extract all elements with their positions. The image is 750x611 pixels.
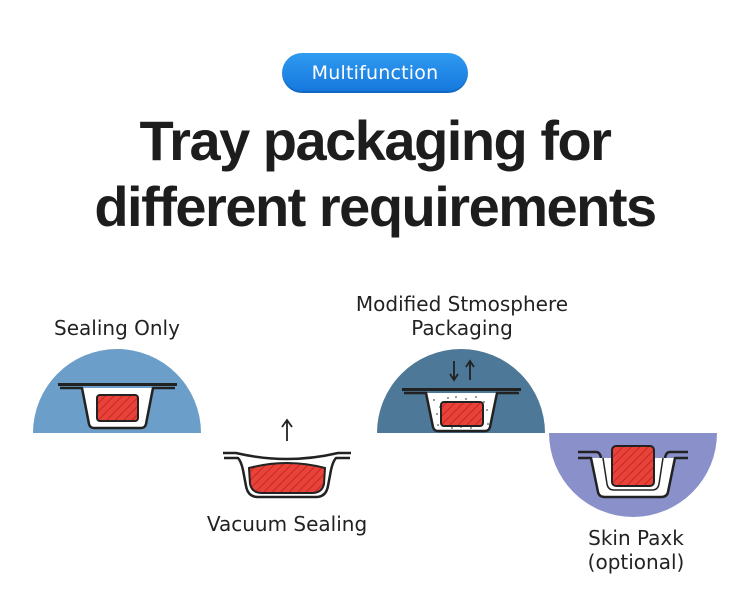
multifunction-badge: Multifunction	[282, 53, 468, 93]
label-modified-atmosphere: Modified Stmosphere Packaging	[336, 292, 588, 340]
label-sealing-only: Sealing Only	[54, 316, 180, 340]
vacuum-sealing-diagram	[223, 418, 351, 499]
vacuum-tray	[224, 456, 350, 499]
label-map-line-1: Modified Stmosphere	[355, 292, 569, 316]
label-skin-pack: Skin Paxk (optional)	[561, 526, 711, 574]
map-diagram	[377, 349, 545, 433]
label-skin-line-1: Skin Paxk	[588, 526, 684, 550]
label-vacuum-sealing: Vacuum Sealing	[206, 512, 368, 536]
skin-pack-film-inner	[602, 457, 664, 491]
vacuum-arrow-icon	[281, 418, 293, 441]
arrow-up-icon	[465, 359, 475, 380]
skin-pack-food	[611, 445, 655, 487]
skin-pack-diagram	[549, 433, 717, 517]
title-line-2: different requirements	[94, 175, 657, 238]
sealing-only-diagram	[33, 349, 201, 433]
vacuum-food	[247, 462, 327, 494]
arrow-down-icon	[449, 361, 459, 382]
map-film	[402, 388, 521, 391]
sealing-only-film	[58, 383, 177, 386]
sealing-only-food	[96, 394, 139, 422]
map-food	[440, 401, 484, 427]
label-map-line-2: Packaging	[411, 316, 513, 340]
page-title: Tray packaging for different requirement…	[0, 108, 750, 240]
vacuum-film	[223, 451, 351, 461]
title-line-1: Tray packaging for	[139, 109, 612, 172]
label-skin-line-2: (optional)	[587, 550, 685, 574]
